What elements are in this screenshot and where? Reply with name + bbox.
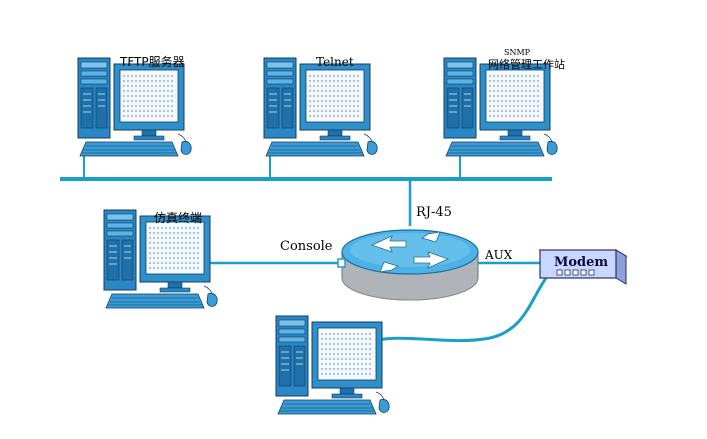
console-label: Console (280, 239, 333, 254)
modem-leds (556, 269, 595, 276)
console-port (337, 258, 346, 268)
tftp-server-computer (77, 57, 192, 157)
cables (60, 154, 552, 344)
snmp-small-label: SNMP (504, 48, 531, 57)
snmp-workstation-computer (443, 57, 558, 157)
router (337, 229, 479, 301)
terminal-label: 仿真终端 (154, 210, 202, 225)
rj45-label: RJ-45 (416, 205, 452, 220)
modem-label: Modem (554, 255, 608, 270)
modem (538, 249, 628, 285)
snmp-label: 网络管理工作站 (488, 57, 565, 71)
telnet-computer (263, 57, 378, 157)
dialup-cable (369, 274, 550, 344)
aux-label: AUX (484, 248, 513, 262)
remote-computer (275, 315, 390, 415)
tftp-label: TFTP服务器 (119, 54, 185, 69)
telnet-label: Telnet (316, 55, 354, 69)
router-arrows-icon (370, 231, 450, 273)
